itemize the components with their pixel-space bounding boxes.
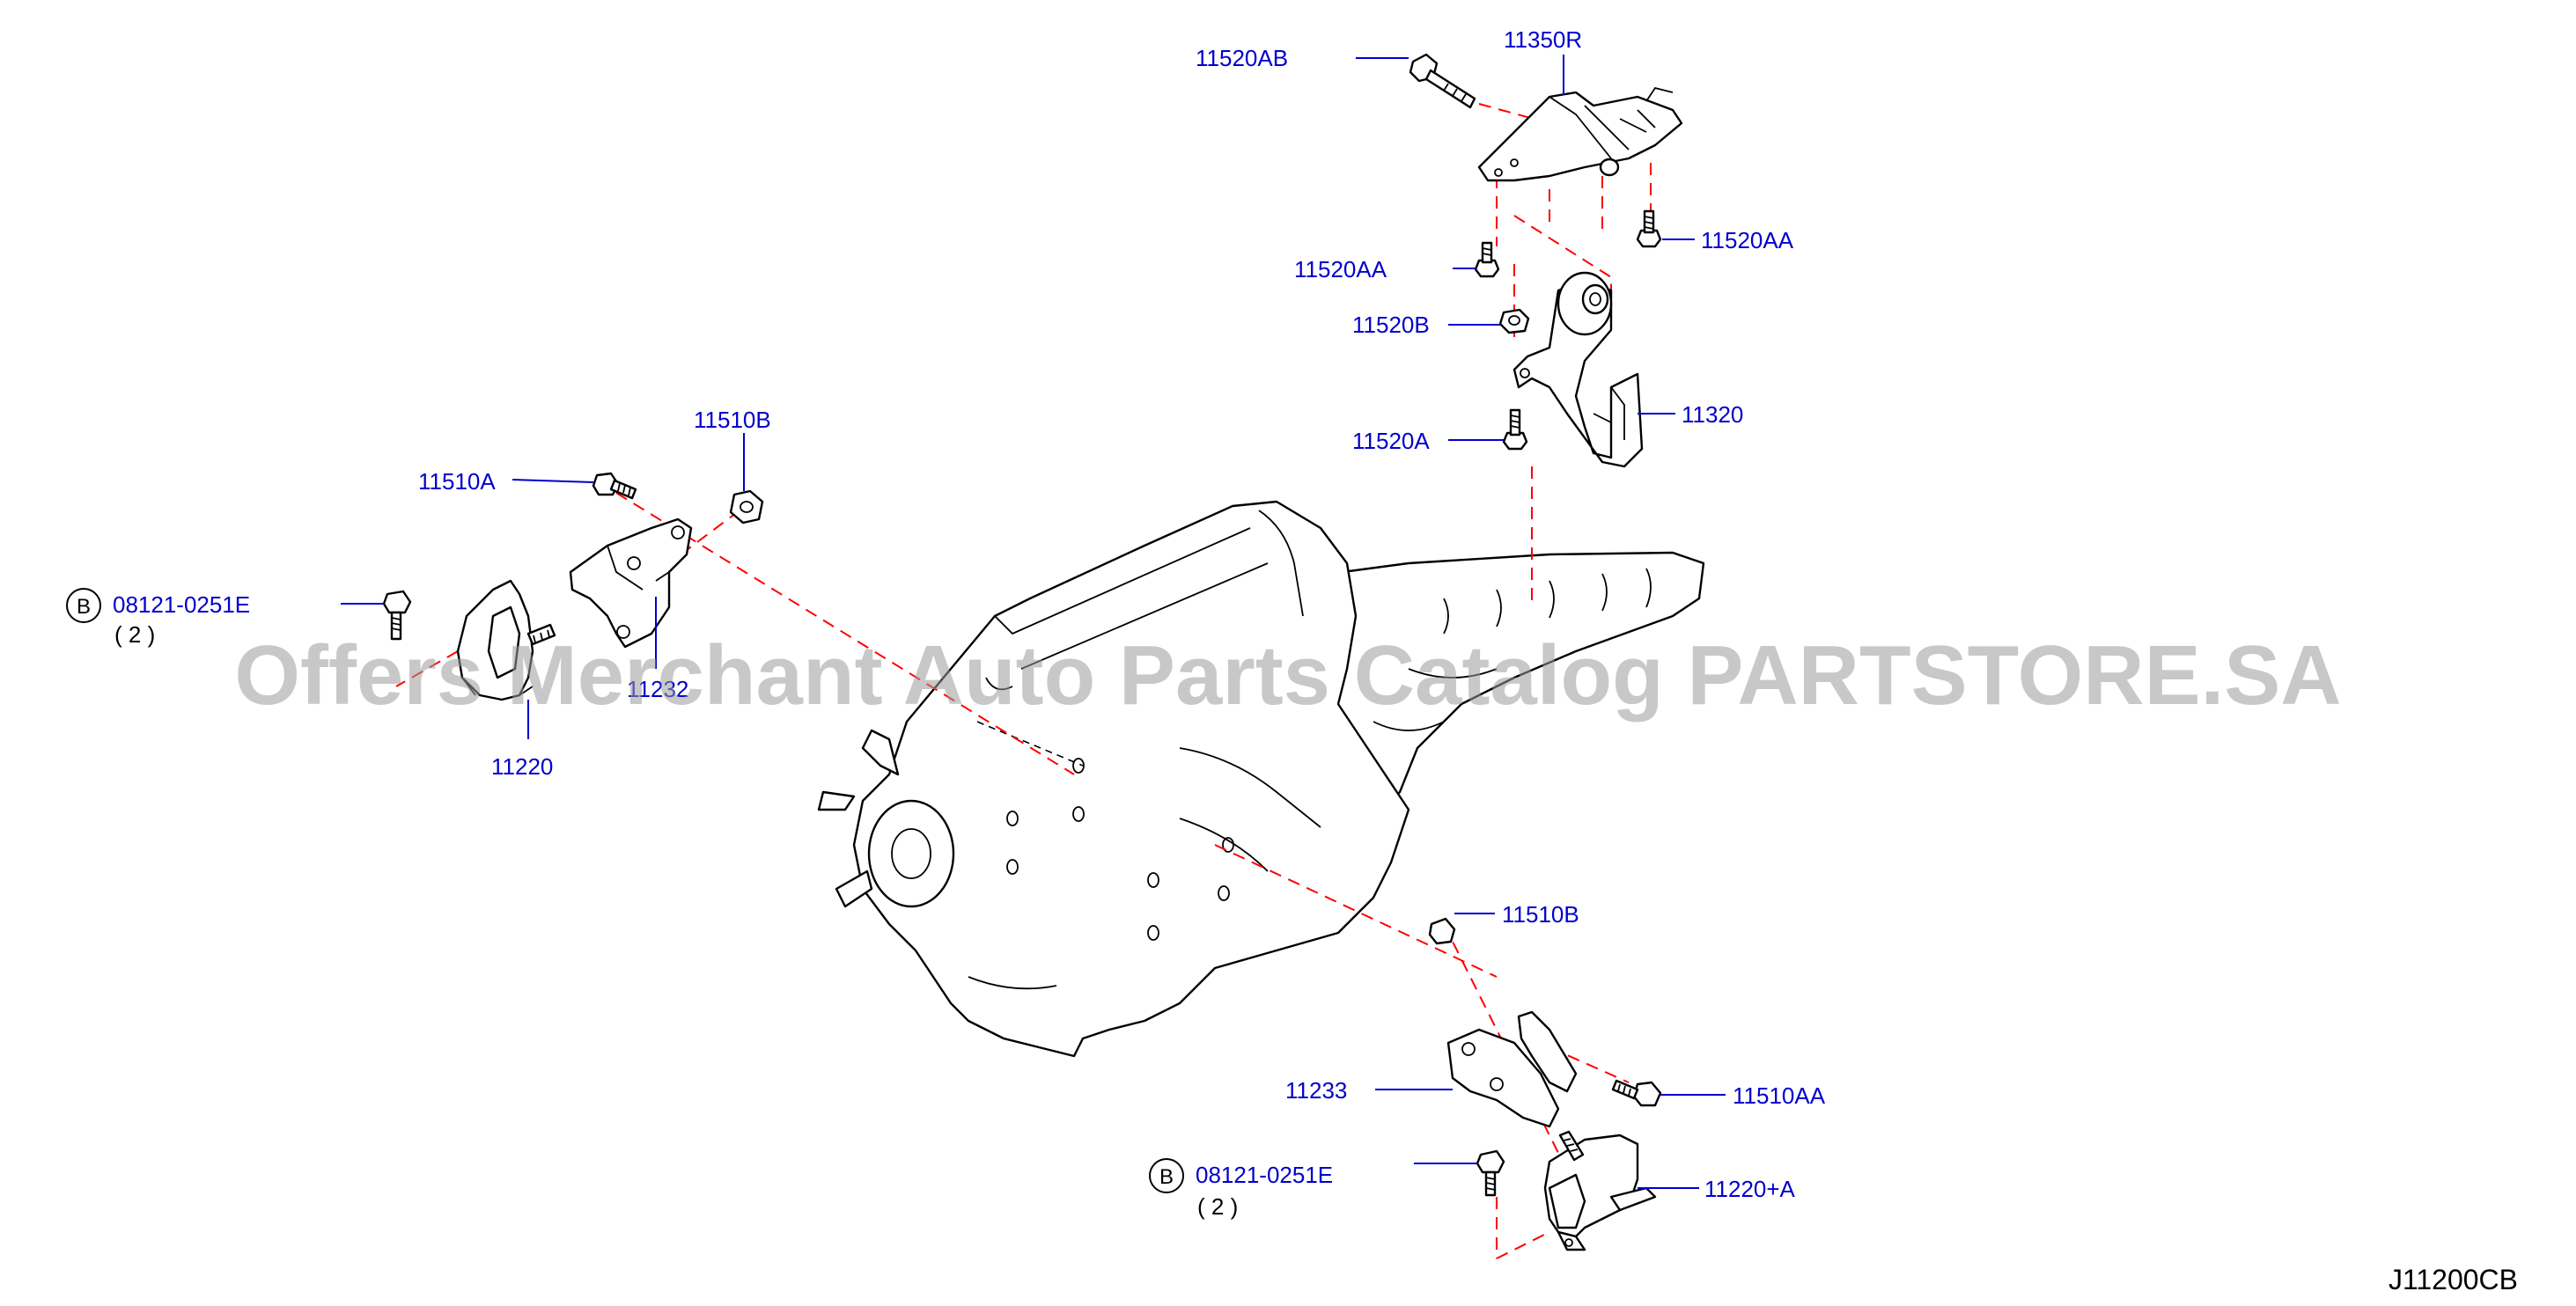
label-11320[interactable]: 11320 [1682,401,1743,428]
nut-11510B-bottom[interactable] [1428,917,1456,945]
label-11510B-top[interactable]: 11510B [694,407,771,433]
bolt-11520AA-left[interactable] [1474,241,1500,278]
engine-transmission-assembly [817,500,1705,1058]
svg-text:B: B [77,595,91,619]
insulator-11320[interactable] [1512,271,1644,468]
qty-bottom: ( 2 ) [1197,1193,1238,1220]
label-11520A[interactable]: 11520A [1352,428,1430,454]
bracket-11233[interactable] [1446,1010,1578,1128]
label-11520AB[interactable]: 11520AB [1196,45,1288,71]
label-11232[interactable]: 11232 [627,676,688,702]
rear-mount-bracket-11350R[interactable] [1477,86,1683,182]
bolt-11510AA[interactable] [1611,1079,1662,1107]
bracket-11232[interactable] [569,517,693,649]
label-11520AA-left[interactable]: 11520AA [1294,256,1387,282]
label-11350R[interactable]: 11350R [1504,26,1582,53]
label-08121-0251E-bottom[interactable]: 08121-0251E [1196,1162,1333,1188]
svg-text:B: B [1159,1165,1174,1189]
insulator-11220A[interactable] [1543,1130,1657,1251]
bolt-08121-0251E-bottom[interactable] [1476,1149,1505,1197]
bolt-11520AA-right[interactable] [1636,209,1662,248]
watermark: Offers Merchant Auto Parts Catalog PARTS… [234,628,2341,723]
nut-11520B[interactable] [1498,308,1530,334]
label-08121-0251E-top[interactable]: 08121-0251E [113,591,250,618]
bolt-11520AB[interactable] [1409,53,1476,109]
nut-11510B-top[interactable] [729,489,764,525]
label-11233[interactable]: 11233 [1285,1077,1347,1104]
bolt-11510A[interactable] [592,472,637,500]
bolt-symbol-bottom: B [1149,1158,1184,1193]
label-11520B[interactable]: 11520B [1352,312,1430,338]
label-11220[interactable]: 11220 [491,753,553,780]
label-11510AA[interactable]: 11510AA [1733,1082,1826,1109]
diagram-code: J11200CB [2388,1264,2518,1295]
part-labels: 11520AB 11350R 11520AA 11520AA 11520B 11… [113,26,1826,1220]
leader-lines [341,55,1726,1189]
label-11510B-bottom[interactable]: 11510B [1502,901,1579,928]
bolt-symbol-top: B [66,588,101,623]
bolt-11520A[interactable] [1502,408,1528,451]
label-11220A[interactable]: 11220+A [1704,1176,1796,1202]
qty-top: ( 2 ) [114,621,155,648]
insulator-11220[interactable] [456,579,556,701]
label-11510A[interactable]: 11510A [418,468,496,495]
label-11520AA-right[interactable]: 11520AA [1701,227,1794,253]
